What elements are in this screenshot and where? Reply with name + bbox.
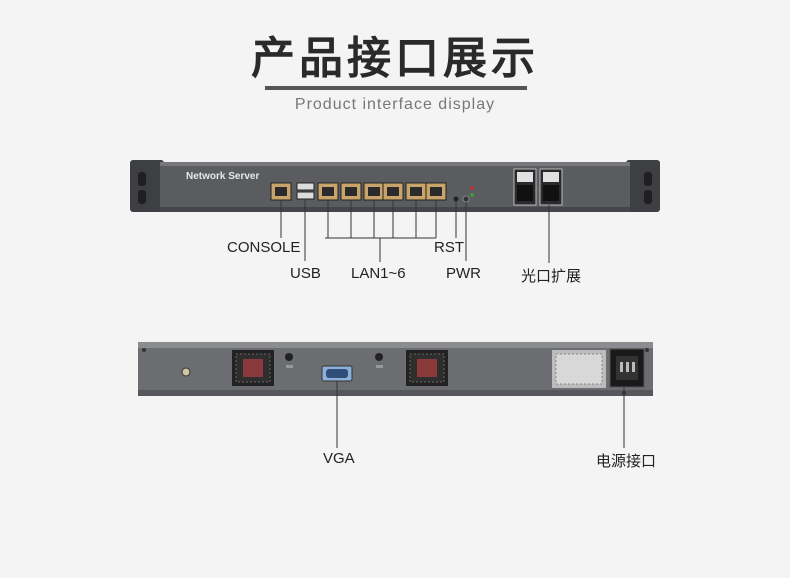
title-underline bbox=[265, 86, 527, 90]
right-rack-ear bbox=[626, 160, 660, 212]
power-inlet bbox=[609, 348, 645, 388]
usb-port-2 bbox=[296, 191, 315, 200]
lan-ports bbox=[317, 182, 447, 201]
fiber-slots bbox=[513, 168, 563, 206]
power-label: 电源接口 bbox=[596, 453, 657, 470]
front-panel: Network Server bbox=[130, 160, 660, 263]
rear-hole-1 bbox=[285, 353, 293, 361]
usb-label: USB bbox=[290, 265, 321, 282]
ground-screw bbox=[181, 367, 191, 377]
rear-hole-2 bbox=[375, 353, 383, 361]
page-title: 产品接口展示 bbox=[251, 33, 539, 84]
brand-text: Network Server bbox=[186, 171, 259, 182]
lan-label: LAN1~6 bbox=[351, 265, 406, 282]
page-subtitle: Product interface display bbox=[294, 96, 496, 113]
led-2 bbox=[470, 193, 474, 197]
rst-button bbox=[453, 196, 459, 202]
rst-label: RST bbox=[434, 239, 464, 256]
vga-label: VGA bbox=[323, 450, 355, 467]
pwr-button bbox=[462, 195, 470, 203]
led-1 bbox=[470, 186, 474, 190]
vga-port bbox=[321, 365, 353, 382]
fan-2 bbox=[406, 350, 448, 386]
left-rack-ear bbox=[130, 160, 164, 212]
fiber-label: 光口扩展 bbox=[521, 268, 582, 285]
fan-1 bbox=[232, 350, 274, 386]
psu-vent bbox=[552, 350, 606, 388]
usb-port-1 bbox=[296, 182, 315, 191]
console-label: CONSOLE bbox=[227, 239, 301, 256]
pwr-label: PWR bbox=[446, 265, 481, 282]
rear-panel bbox=[138, 342, 653, 448]
